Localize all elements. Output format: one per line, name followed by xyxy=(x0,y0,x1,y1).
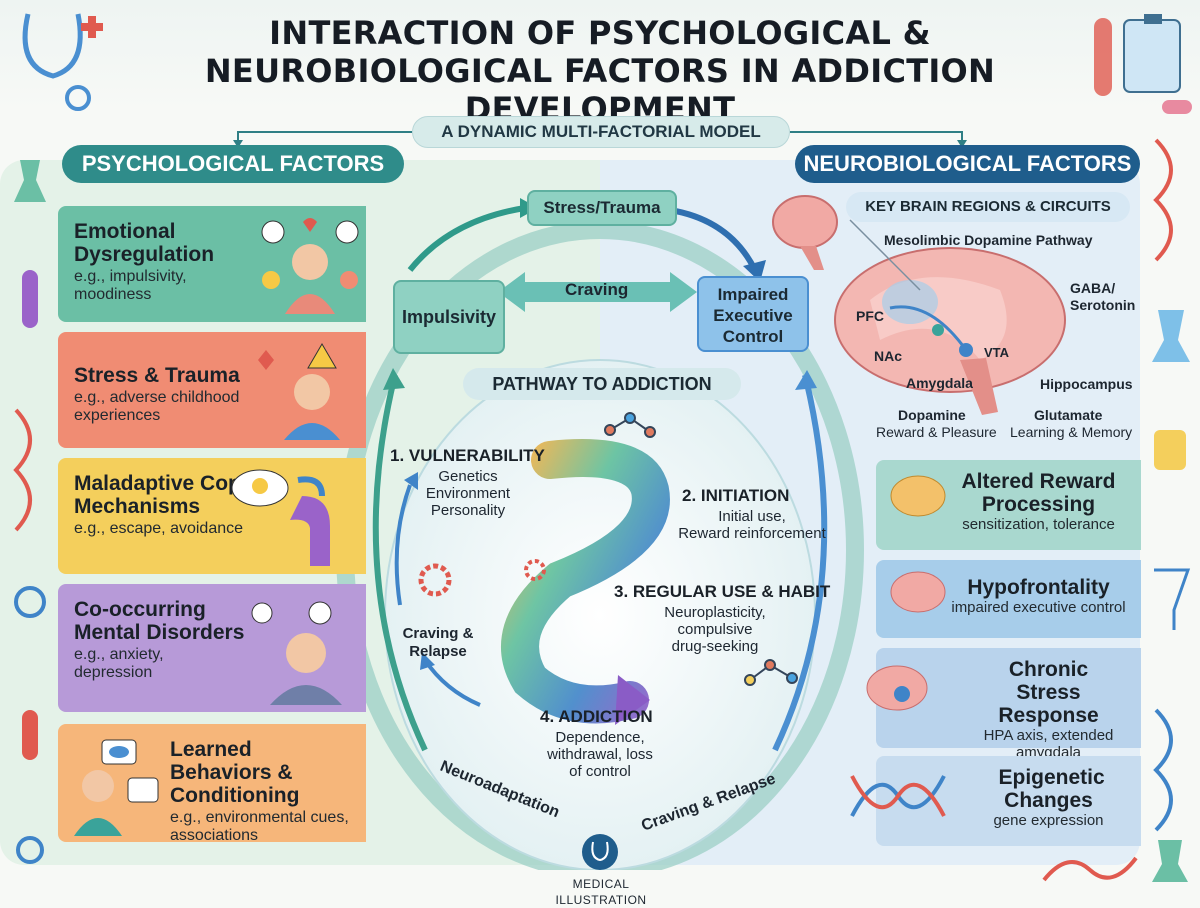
brain-icon xyxy=(772,195,1066,415)
stage-2-desc: Initial use, Reward reinforcement xyxy=(678,508,826,542)
card-subtitle: sensitization, tolerance xyxy=(962,516,1115,533)
pill-icon xyxy=(1162,100,1192,114)
stage-1-desc: Genetics Environment Personality xyxy=(425,468,511,519)
card-title: Stress & Trauma xyxy=(74,364,240,387)
stress-trauma-node: Stress/Trauma xyxy=(527,190,677,226)
card-subtitle: e.g., adverse childhood experiences xyxy=(74,389,240,424)
top-connector-arrows xyxy=(233,131,967,148)
lightbulb-icon xyxy=(231,469,330,566)
stage-4-desc: Dependence, withdrawal, loss of control xyxy=(547,729,653,780)
dopamine-sub-label: Reward & Pleasure xyxy=(876,424,997,440)
side-icons-left xyxy=(13,160,46,864)
card-title: Learned Behaviors & Conditioning xyxy=(170,738,300,807)
card-title: Altered Reward Processing xyxy=(961,470,1116,516)
stage-3-title: 3. REGULAR USE & HABIT xyxy=(614,582,831,601)
card-title: Chronic Stress Response xyxy=(998,658,1099,727)
eye-icon xyxy=(74,739,159,836)
neurobiological-factors-header: NEUROBIOLOGICAL FACTORS xyxy=(795,145,1140,183)
model-subtitle: A DYNAMIC MULTI-FACTORIAL MODEL xyxy=(412,116,790,148)
dna-icon xyxy=(1042,856,1138,882)
craving-label: Craving xyxy=(565,280,629,299)
brain-icon xyxy=(890,475,946,517)
clipboard-icon xyxy=(1094,14,1181,96)
page-title: INTERACTION OF PSYCHOLOGICAL & NEUROBIOL… xyxy=(204,14,996,128)
card-subtitle: impaired executive control xyxy=(951,599,1126,616)
hippocampus-label: Hippocampus xyxy=(1040,376,1133,392)
stage-3-desc: Neuroplasticity, compulsive drug-seeking xyxy=(664,604,766,655)
worried-person-icon xyxy=(251,601,342,705)
card-title: Hypofrontality xyxy=(967,576,1110,599)
card-title: Epigenetic Changes xyxy=(998,766,1105,812)
pathway-title: PATHWAY TO ADDICTION xyxy=(463,368,741,400)
amygdala-label: Amygdala xyxy=(906,375,973,391)
glutamate-sub-label: Learning & Memory xyxy=(1010,424,1133,440)
stethoscope-icon xyxy=(22,13,103,111)
brain-icon xyxy=(890,571,946,613)
card-title: Co-occurring Mental Disorders xyxy=(74,598,245,644)
dopamine-label: Dopamine xyxy=(898,407,966,423)
card-subtitle: e.g., impulsivity, moodiness xyxy=(74,268,187,303)
impaired-executive-control-node: Impaired Executive Control xyxy=(697,276,809,352)
nac-label: NAc xyxy=(874,348,903,364)
card-title: Maladaptive Coping Mechanisms xyxy=(74,472,273,518)
card-subtitle: gene expression xyxy=(993,812,1104,829)
dna-icon xyxy=(850,775,946,817)
inner-craving-relapse-label: Craving & Relapse xyxy=(402,625,474,660)
card-epigenetic: Epigenetic Changes gene expression xyxy=(876,756,1141,846)
card-subtitle: e.g., anxiety, depression xyxy=(74,646,164,681)
impulsivity-node: Impulsivity xyxy=(393,280,505,354)
card-subtitle: e.g., environmental cues, associations xyxy=(170,809,349,844)
card-subtitle: e.g., escape, avoidance xyxy=(74,520,244,537)
side-icons-right xyxy=(1152,138,1191,882)
stage-4-title: 4. ADDICTION xyxy=(540,707,653,726)
pfc-label: PFC xyxy=(856,308,884,324)
mesolimbic-pathway-label: Mesolimbic Dopamine Pathway xyxy=(884,232,1093,248)
distressed-person-icon xyxy=(261,218,359,314)
stage-2-title: 2. INITIATION xyxy=(682,486,790,505)
vta-label: VTA xyxy=(984,345,1010,360)
gaba-serotonin-label: GABA/ Serotonin xyxy=(1070,280,1136,313)
brain-icon xyxy=(866,665,928,711)
brain-regions-header: KEY BRAIN REGIONS & CIRCUITS xyxy=(846,192,1130,222)
card-title: Emotional Dysregulation xyxy=(74,220,215,266)
glutamate-label: Glutamate xyxy=(1034,407,1103,423)
footer-label: MEDICAL ILLUSTRATION xyxy=(555,877,647,907)
psychological-factors-header: PSYCHOLOGICAL FACTORS xyxy=(62,145,404,183)
stage-1-title: 1. VULNERABILITY xyxy=(390,446,545,465)
cycle-diagram xyxy=(336,198,864,870)
title-band xyxy=(0,0,1200,108)
anxious-person-icon xyxy=(258,343,340,440)
footer-logo-icon xyxy=(582,834,618,870)
